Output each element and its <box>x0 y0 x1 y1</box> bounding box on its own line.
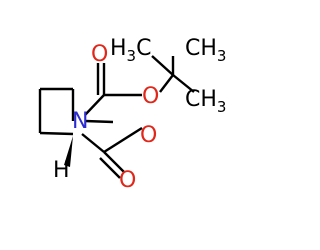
ring-bond-bottom-alpha <box>39 131 74 136</box>
ring-bond-n-c-right <box>84 119 114 124</box>
atom-label-o-carbonyl-acid: O <box>119 168 136 193</box>
methyl-label-lower-right-ch: CH <box>185 87 217 112</box>
bond-carboxyl-c-ester-o <box>103 126 143 154</box>
atom-label-o-ester-boc: O <box>142 84 159 109</box>
methyl-label-upper-right-ch: CH <box>185 36 217 61</box>
bond-tbu-c-methyl-right <box>172 74 195 93</box>
chemical-structure-diagram: N O O O O H CH3 CH3 H3C <box>38 36 226 193</box>
bond-n-carbonyl-c <box>84 94 105 116</box>
methyl-label-left-sub: 3 <box>127 47 137 65</box>
methyl-label-upper-right-sub: 3 <box>217 47 227 65</box>
stereo-wedge-bond <box>64 136 73 167</box>
methyl-label-lower-right-sub: 3 <box>217 98 227 116</box>
methyl-label-left-h: H <box>110 36 127 61</box>
bond-alpha-carboxyl-c <box>81 133 105 153</box>
methyl-label-lower-right: CH3 <box>185 87 226 116</box>
methyl-label-upper-right: CH3 <box>185 36 226 65</box>
atom-label-o-carbonyl-boc: O <box>91 42 108 67</box>
methyl-label-left: H3C <box>110 36 151 65</box>
atom-label-n: N <box>72 109 88 134</box>
atom-label-h-stereo: H <box>53 158 70 183</box>
atom-label-o-ester-acid: O <box>140 123 157 148</box>
bond-carboxyl-c-o-double-1 <box>103 151 125 173</box>
bond-ester-o-tbu-c <box>159 74 174 93</box>
bond-carboxyl-c-o-double-2 <box>99 157 121 179</box>
methyl-label-left-c: C <box>136 36 151 61</box>
bond-tbu-c-methyl-left <box>151 55 174 76</box>
